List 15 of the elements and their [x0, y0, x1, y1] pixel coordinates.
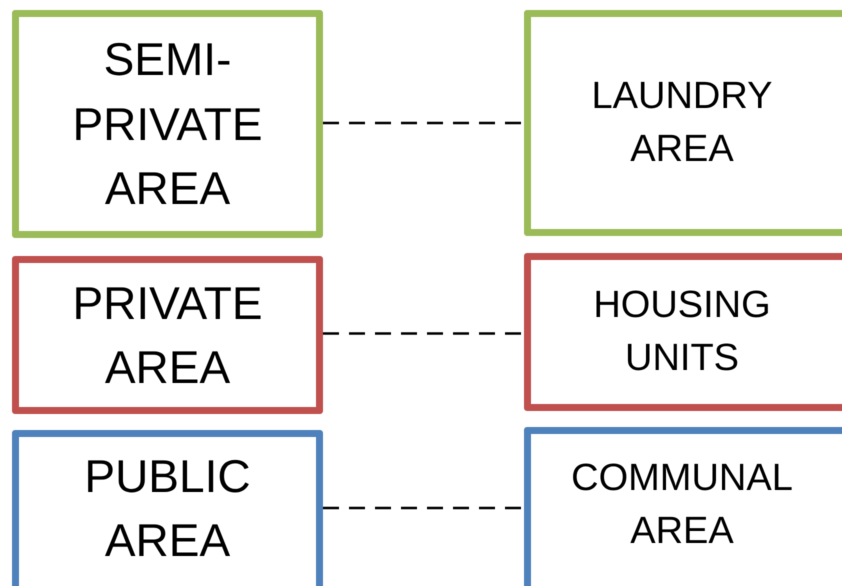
box-label: COMMUNAL AREA	[570, 456, 794, 554]
category-box	[12, 10, 323, 238]
dashed-connector	[323, 332, 524, 335]
box-label: SEMI- PRIVATE AREA	[72, 32, 264, 216]
box-label: LAUNDRY AREA	[590, 74, 774, 172]
dashed-connector	[323, 122, 524, 124]
category-box	[524, 427, 842, 586]
category-box	[524, 10, 842, 236]
category-box	[12, 256, 323, 414]
category-box	[524, 253, 842, 411]
category-box	[12, 430, 323, 586]
box-label: HOUSING UNITS	[592, 282, 772, 381]
box-label: PUBLIC AREA	[83, 448, 252, 568]
box-label: PRIVATE AREA	[72, 276, 264, 395]
dashed-connector	[323, 506, 524, 510]
